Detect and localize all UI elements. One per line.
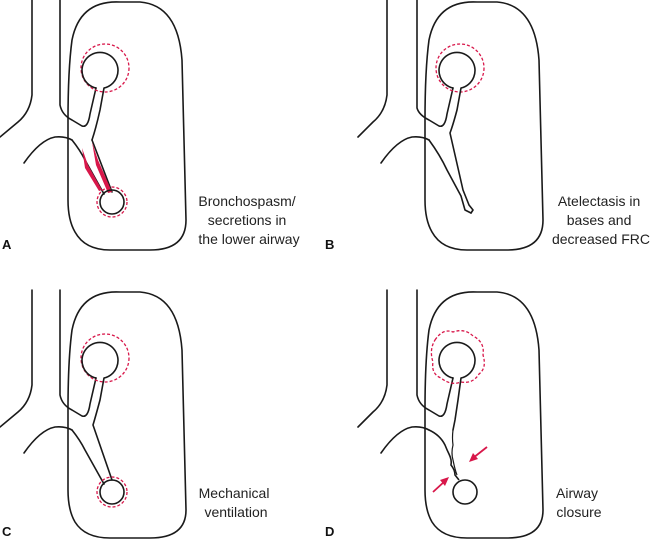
caption-d: Airway closure (556, 485, 602, 520)
collapsed-lower-airway-b (428, 139, 472, 214)
panel-d: D Airway closure (325, 289, 602, 539)
secretion-red-left-a (82, 148, 102, 191)
alveolus-expansion-dashed-lower-c (96, 476, 128, 508)
alveolus-upper-b (438, 51, 476, 214)
panel-b: B Atelectasis in bases and decreased FRC (325, 0, 650, 252)
trachea-bronchus-a (0, 0, 97, 164)
alveolus-lower-a (99, 189, 125, 215)
lung-outline-d (424, 291, 544, 539)
panel-letter-c: C (2, 524, 12, 539)
alveolus-expansion-dashed-irregular-d (430, 330, 485, 384)
secretion-red-right-a (92, 142, 112, 193)
alveolus-expansion-dashed-upper-c (80, 333, 130, 383)
caption-b: Atelectasis in bases and decreased FRC (552, 193, 650, 247)
panel-c: C Mechanical ventilation (0, 289, 274, 539)
alveolus-expansion-dashed-lower-a (96, 186, 128, 218)
lung-outline-b (424, 1, 544, 251)
lung-outline-a (67, 1, 187, 251)
arrow-icon-upper-d (469, 446, 488, 462)
panel-letter-d: D (325, 524, 334, 539)
lower-airway-c (71, 429, 105, 485)
alveolus-upper-a (81, 51, 119, 141)
closing-airway-d (428, 429, 460, 481)
panel-a: A Bronchospasm/ secretions in the lower … (0, 0, 300, 252)
caption-a: Bronchospasm/ secretions in the lower ai… (198, 193, 299, 247)
caption-c: Mechanical ventilation (199, 485, 274, 520)
alveolus-expansion-dashed-upper-a (80, 43, 130, 93)
lung-outline-c (67, 291, 187, 539)
alveolus-upper-d (438, 341, 476, 431)
alveolus-lower-c (99, 479, 125, 505)
panel-letter-b: B (325, 237, 334, 252)
alveolus-expansion-dashed-b (435, 43, 485, 93)
arrow-icon-lower-d (432, 477, 449, 493)
alveolus-upper-c (81, 341, 119, 481)
panel-letter-a: A (2, 237, 12, 252)
alveolus-lower-d (452, 479, 478, 505)
